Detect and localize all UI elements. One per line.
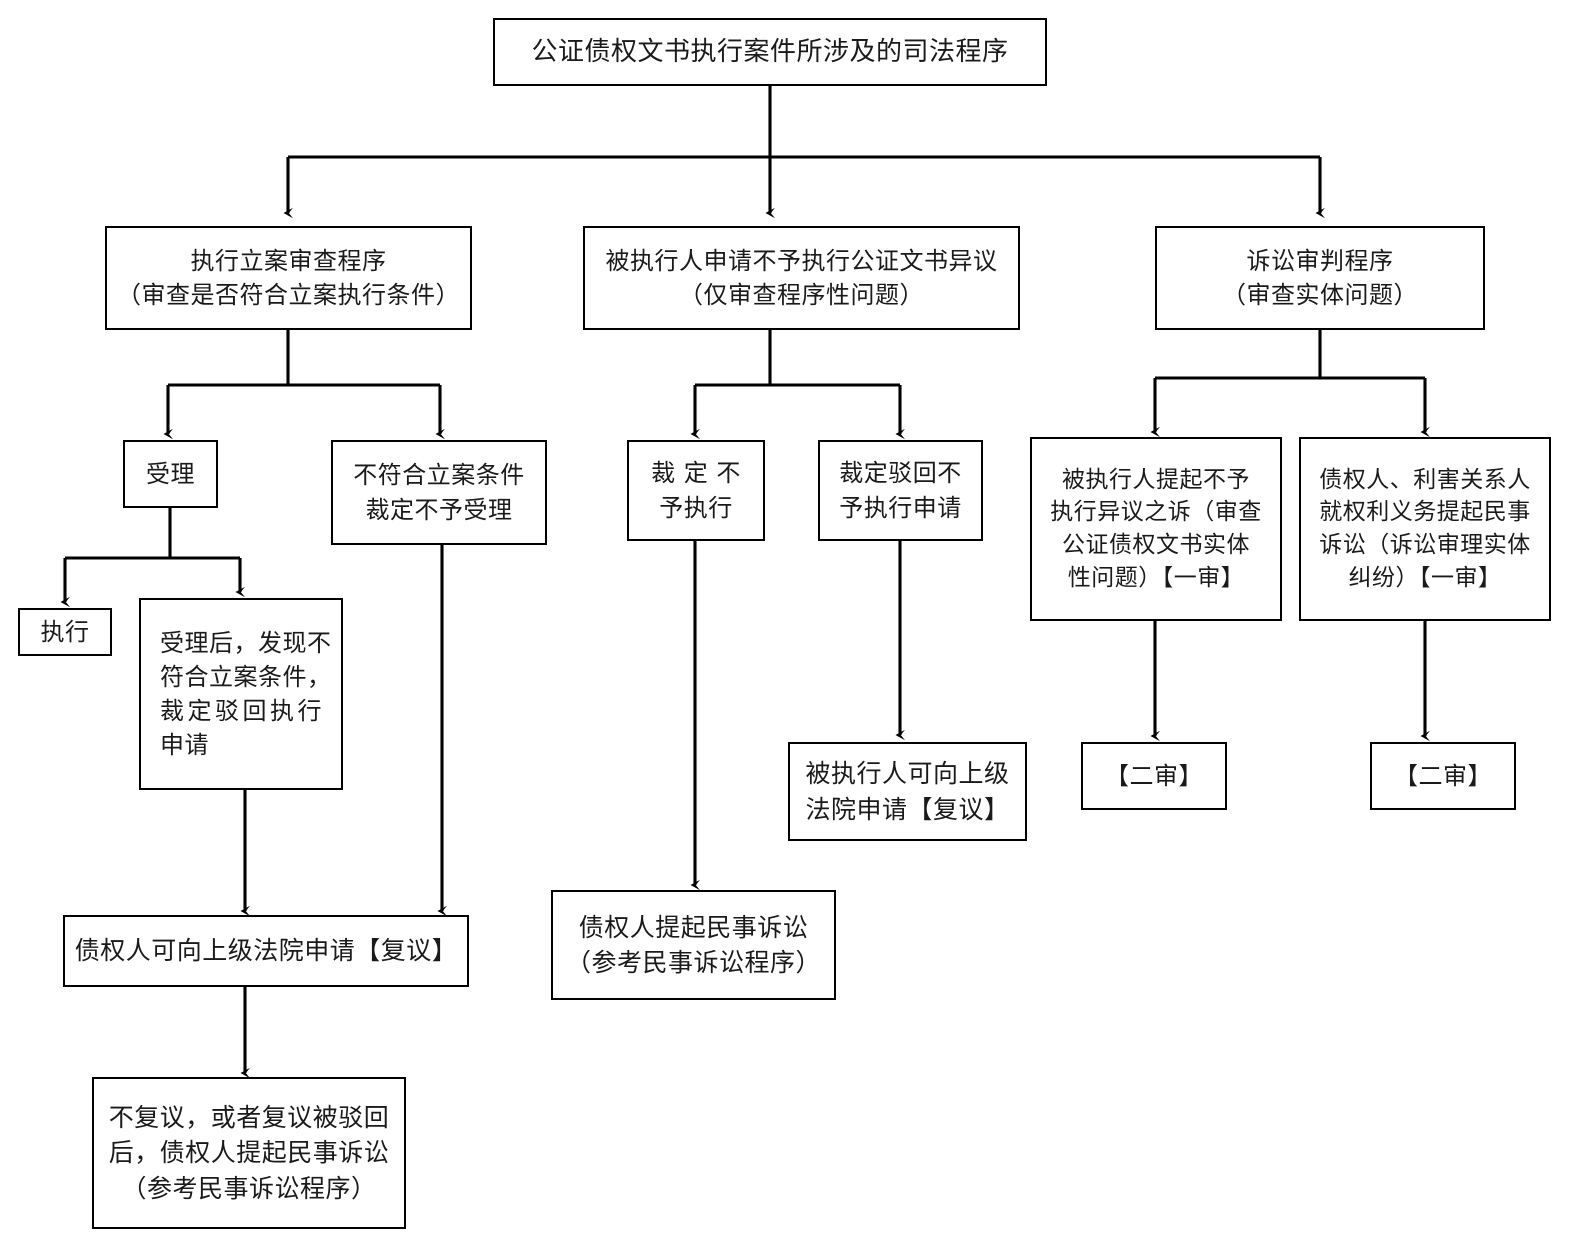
node-text: 【二审】 [1105,761,1203,790]
node-dismiss-after-accept[interactable]: 受理后，发现不 符合立案条件， 裁定驳回执行 申请 [139,598,343,790]
node-not-qualified[interactable]: 不符合立案条件 裁定不予受理 [331,440,547,545]
node-ruling-reject-application[interactable]: 裁定驳回不 予执行申请 [818,440,983,541]
node-text: 受理 [146,459,195,488]
node-debtor-review[interactable]: 被执行人可向上级 法院申请【复议】 [788,742,1027,841]
node-accept[interactable]: 受理 [123,440,218,508]
node-text-line-2: 执行异议之诉（审查 [1050,499,1262,526]
node-creditor-suit-mid[interactable]: 债权人提起民事诉讼 （参考民事诉讼程序） [551,890,836,1000]
node-root-title[interactable]: 公证债权文书执行案件所涉及的司法程序 [493,18,1047,86]
node-text-line-4: 性问题）【一审】 [1067,564,1245,591]
node-creditor-review[interactable]: 债权人可向上级法院申请【复议】 [63,915,469,987]
node-branch-left[interactable]: 执行立案审查程序 （审查是否符合立案执行条件） [105,226,472,330]
node-text-line-2: （审查是否符合立案执行条件） [117,281,460,309]
node-text-line-2: （仅审查程序性问题） [679,281,924,309]
node-text: 执行 [40,617,90,646]
node-branch-right[interactable]: 诉讼审判程序 （审查实体问题） [1155,226,1485,330]
node-text-line-2: 后，债权人提起民事诉讼 [108,1138,390,1168]
node-text-line-2: 予执行申请 [839,493,962,522]
node-text-line-2: 予执行 [659,493,733,522]
node-text-line-1: 裁 定 不 [651,459,741,488]
node-text-line-1: 债权人、利害关系人 [1319,466,1531,493]
node-text-line-1: 不符合立案条件 [353,461,525,490]
node-text-line-4: 申请 [160,731,209,760]
node-text-line-1: 诉讼审判程序 [1246,246,1394,275]
node-second-trial-right[interactable]: 【二审】 [1370,742,1516,810]
node-text-line-4: 纠纷）【一审】 [1348,564,1502,591]
node-creditor-civil-suit[interactable]: 不复议，或者复议被驳回 后，债权人提起民事诉讼 （参考民事诉讼程序） [92,1077,406,1229]
node-text-line-1: 受理后，发现不 [160,628,332,657]
node-enforce[interactable]: 执行 [18,608,112,656]
node-text-line-2: （审查实体问题） [1222,281,1418,309]
node-text-line-1: 不复议，或者复议被驳回 [108,1102,390,1132]
node-text-line-3: （参考民事诉讼程序） [121,1173,377,1203]
node-text-line-2: 法院申请【复议】 [805,794,1010,824]
node-text-line-1: 债权人提起民事诉讼 [578,912,809,942]
node-text-line-2: 裁定不予受理 [365,495,513,524]
node-text-line-2: （参考民事诉讼程序） [565,948,821,977]
node-branch-mid[interactable]: 被执行人申请不予执行公证文书异议 （仅审查程序性问题） [583,226,1020,330]
node-text-line-2: 符合立案条件， [160,662,332,691]
node-text-line-3: 裁定驳回执行 [160,697,325,725]
node-text-line-1: 被执行人可向上级 [805,759,1010,788]
node-text-line-1: 被执行人提起不予 [1062,466,1250,493]
node-second-trial-left[interactable]: 【二审】 [1081,742,1227,810]
node-text-line-3: 公证债权文书实体 [1062,532,1250,558]
node-text-line-1: 执行立案审查程序 [190,246,387,275]
node-text-line-1: 被执行人申请不予执行公证文书异议 [605,246,998,275]
node-ruling-no-enforce[interactable]: 裁 定 不 予执行 [627,440,765,541]
node-objection-suit[interactable]: 被执行人提起不予 执行异议之诉（审查 公证债权文书实体 性问题）【一审】 [1030,437,1282,621]
node-text: 公证债权文书执行案件所涉及的司法程序 [531,36,1009,67]
node-text-line-3: 诉讼（诉讼审理实体 [1319,532,1531,558]
node-text-line-2: 就权利义务提起民事 [1319,499,1531,526]
node-text: 债权人可向上级法院申请【复议】 [74,936,458,966]
node-text: 【二审】 [1394,761,1492,790]
node-rights-suit[interactable]: 债权人、利害关系人 就权利义务提起民事 诉讼（诉讼审理实体 纠纷）【一审】 [1299,437,1551,621]
node-text-line-1: 裁定驳回不 [839,459,962,488]
